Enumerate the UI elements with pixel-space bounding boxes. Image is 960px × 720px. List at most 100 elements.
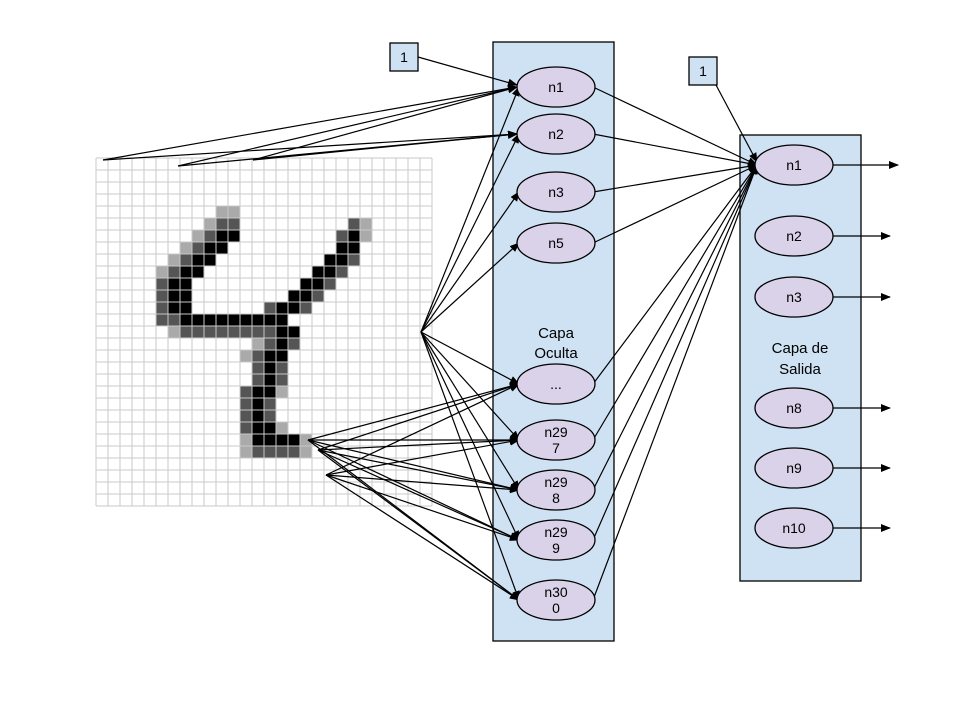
pixel-cell: [228, 230, 240, 242]
hidden-node-ellipsis: ...: [516, 363, 596, 405]
pixel-cell: [312, 278, 324, 290]
pixel-cell: [252, 434, 264, 446]
output-node-label: n2: [786, 228, 802, 244]
pixel-cell: [336, 242, 348, 254]
pixel-cell: [312, 266, 324, 278]
hidden-node-ellipse: [516, 469, 596, 511]
pixel-cell: [324, 254, 336, 266]
pixel-cell: [252, 422, 264, 434]
pixel-cell: [264, 398, 276, 410]
pixel-cell: [276, 422, 288, 434]
pixel-cell: [264, 350, 276, 362]
pixel-cell: [288, 290, 300, 302]
bias-output-label: 1: [699, 63, 707, 79]
connection-edge: [715, 84, 758, 163]
pixel-cell: [264, 374, 276, 386]
connection-edge: [317, 449, 520, 541]
output-node-ellipse: [754, 447, 834, 489]
connection-edge: [317, 449, 520, 493]
connection-edge: [592, 164, 758, 601]
bias-output: 1: [688, 56, 718, 86]
pixel-cell: [264, 434, 276, 446]
connection-edge: [317, 383, 520, 451]
pixel-cell: [192, 266, 204, 278]
hidden-node-ellipse: [516, 419, 596, 461]
pixel-cell: [168, 278, 180, 290]
connection-edge: [420, 191, 520, 333]
bias-hidden-box: [389, 42, 419, 72]
pixel-cell: [276, 350, 288, 362]
hidden-node-ellipse: [516, 222, 596, 264]
pixel-cell: [360, 218, 372, 230]
connection-edge: [325, 474, 520, 541]
bias-hidden: 1: [389, 42, 419, 72]
connection-edge: [317, 436, 520, 451]
connection-edge: [420, 331, 520, 491]
connection-edge: [420, 242, 520, 333]
pixel-cell: [324, 278, 336, 290]
hidden-node-label: 8: [552, 490, 560, 506]
pixel-cell: [192, 242, 204, 254]
output-node-n3: n3: [754, 276, 834, 318]
pixel-cell: [156, 278, 168, 290]
output-node-ellipse: [754, 507, 834, 549]
pixel-cell: [240, 434, 252, 446]
hidden-node-n3: n3: [516, 171, 596, 213]
pixel-cell: [252, 326, 264, 338]
pixel-cell: [204, 314, 216, 326]
pixel-cell: [264, 362, 276, 374]
output-node-n9: n9: [754, 447, 834, 489]
pixel-cell: [204, 242, 216, 254]
pixel-cell: [348, 230, 360, 242]
hidden-node-label: ...: [550, 376, 562, 392]
pixel-cell: [228, 326, 240, 338]
pixel-cell: [240, 410, 252, 422]
pixel-cell: [192, 314, 204, 326]
pixel-cell: [264, 446, 276, 458]
pixel-cell: [204, 218, 216, 230]
pixel-cell: [264, 422, 276, 434]
connection-edges: [102, 56, 899, 601]
output-layer-label-line1: Capa de: [772, 340, 829, 357]
hidden-node-label: n29: [544, 524, 568, 540]
pixel-cell: [216, 218, 228, 230]
connection-edge: [102, 84, 518, 161]
hidden-node-label: 9: [552, 540, 560, 556]
hidden-layer-label-line2: Oculta: [534, 345, 578, 362]
connection-edge: [252, 85, 518, 161]
connection-edge: [592, 164, 758, 244]
pixel-cell: [276, 374, 288, 386]
pixel-cell: [180, 254, 192, 266]
pixel-cell: [168, 290, 180, 302]
pixel-cell: [228, 206, 240, 218]
output-node-ellipse: [754, 387, 834, 429]
pixel-cell: [204, 254, 216, 266]
pixel-cell: [168, 266, 180, 278]
connection-edge: [177, 85, 518, 167]
pixel-cell: [240, 398, 252, 410]
pixel-cell: [180, 266, 192, 278]
connection-edge: [420, 86, 520, 333]
output-node-n10: n10: [754, 507, 834, 549]
output-node-ellipse: [754, 276, 834, 318]
pixel-cell: [180, 278, 192, 290]
pixel-cell: [300, 446, 312, 458]
output-node-n1: n1: [754, 144, 834, 186]
pixel-cell: [192, 230, 204, 242]
pixel-cell: [204, 230, 216, 242]
connection-edge: [307, 439, 520, 541]
pixel-cell: [240, 386, 252, 398]
hidden-node-label: n29: [544, 474, 568, 490]
hidden-node-ellipse: [516, 519, 596, 561]
hidden-node-n5: n5: [516, 222, 596, 264]
output-node-label: n10: [782, 520, 806, 536]
output-node-n2: n2: [754, 215, 834, 257]
pixel-cell: [180, 290, 192, 302]
pixel-cell: [348, 254, 360, 266]
pixel-cell: [156, 290, 168, 302]
